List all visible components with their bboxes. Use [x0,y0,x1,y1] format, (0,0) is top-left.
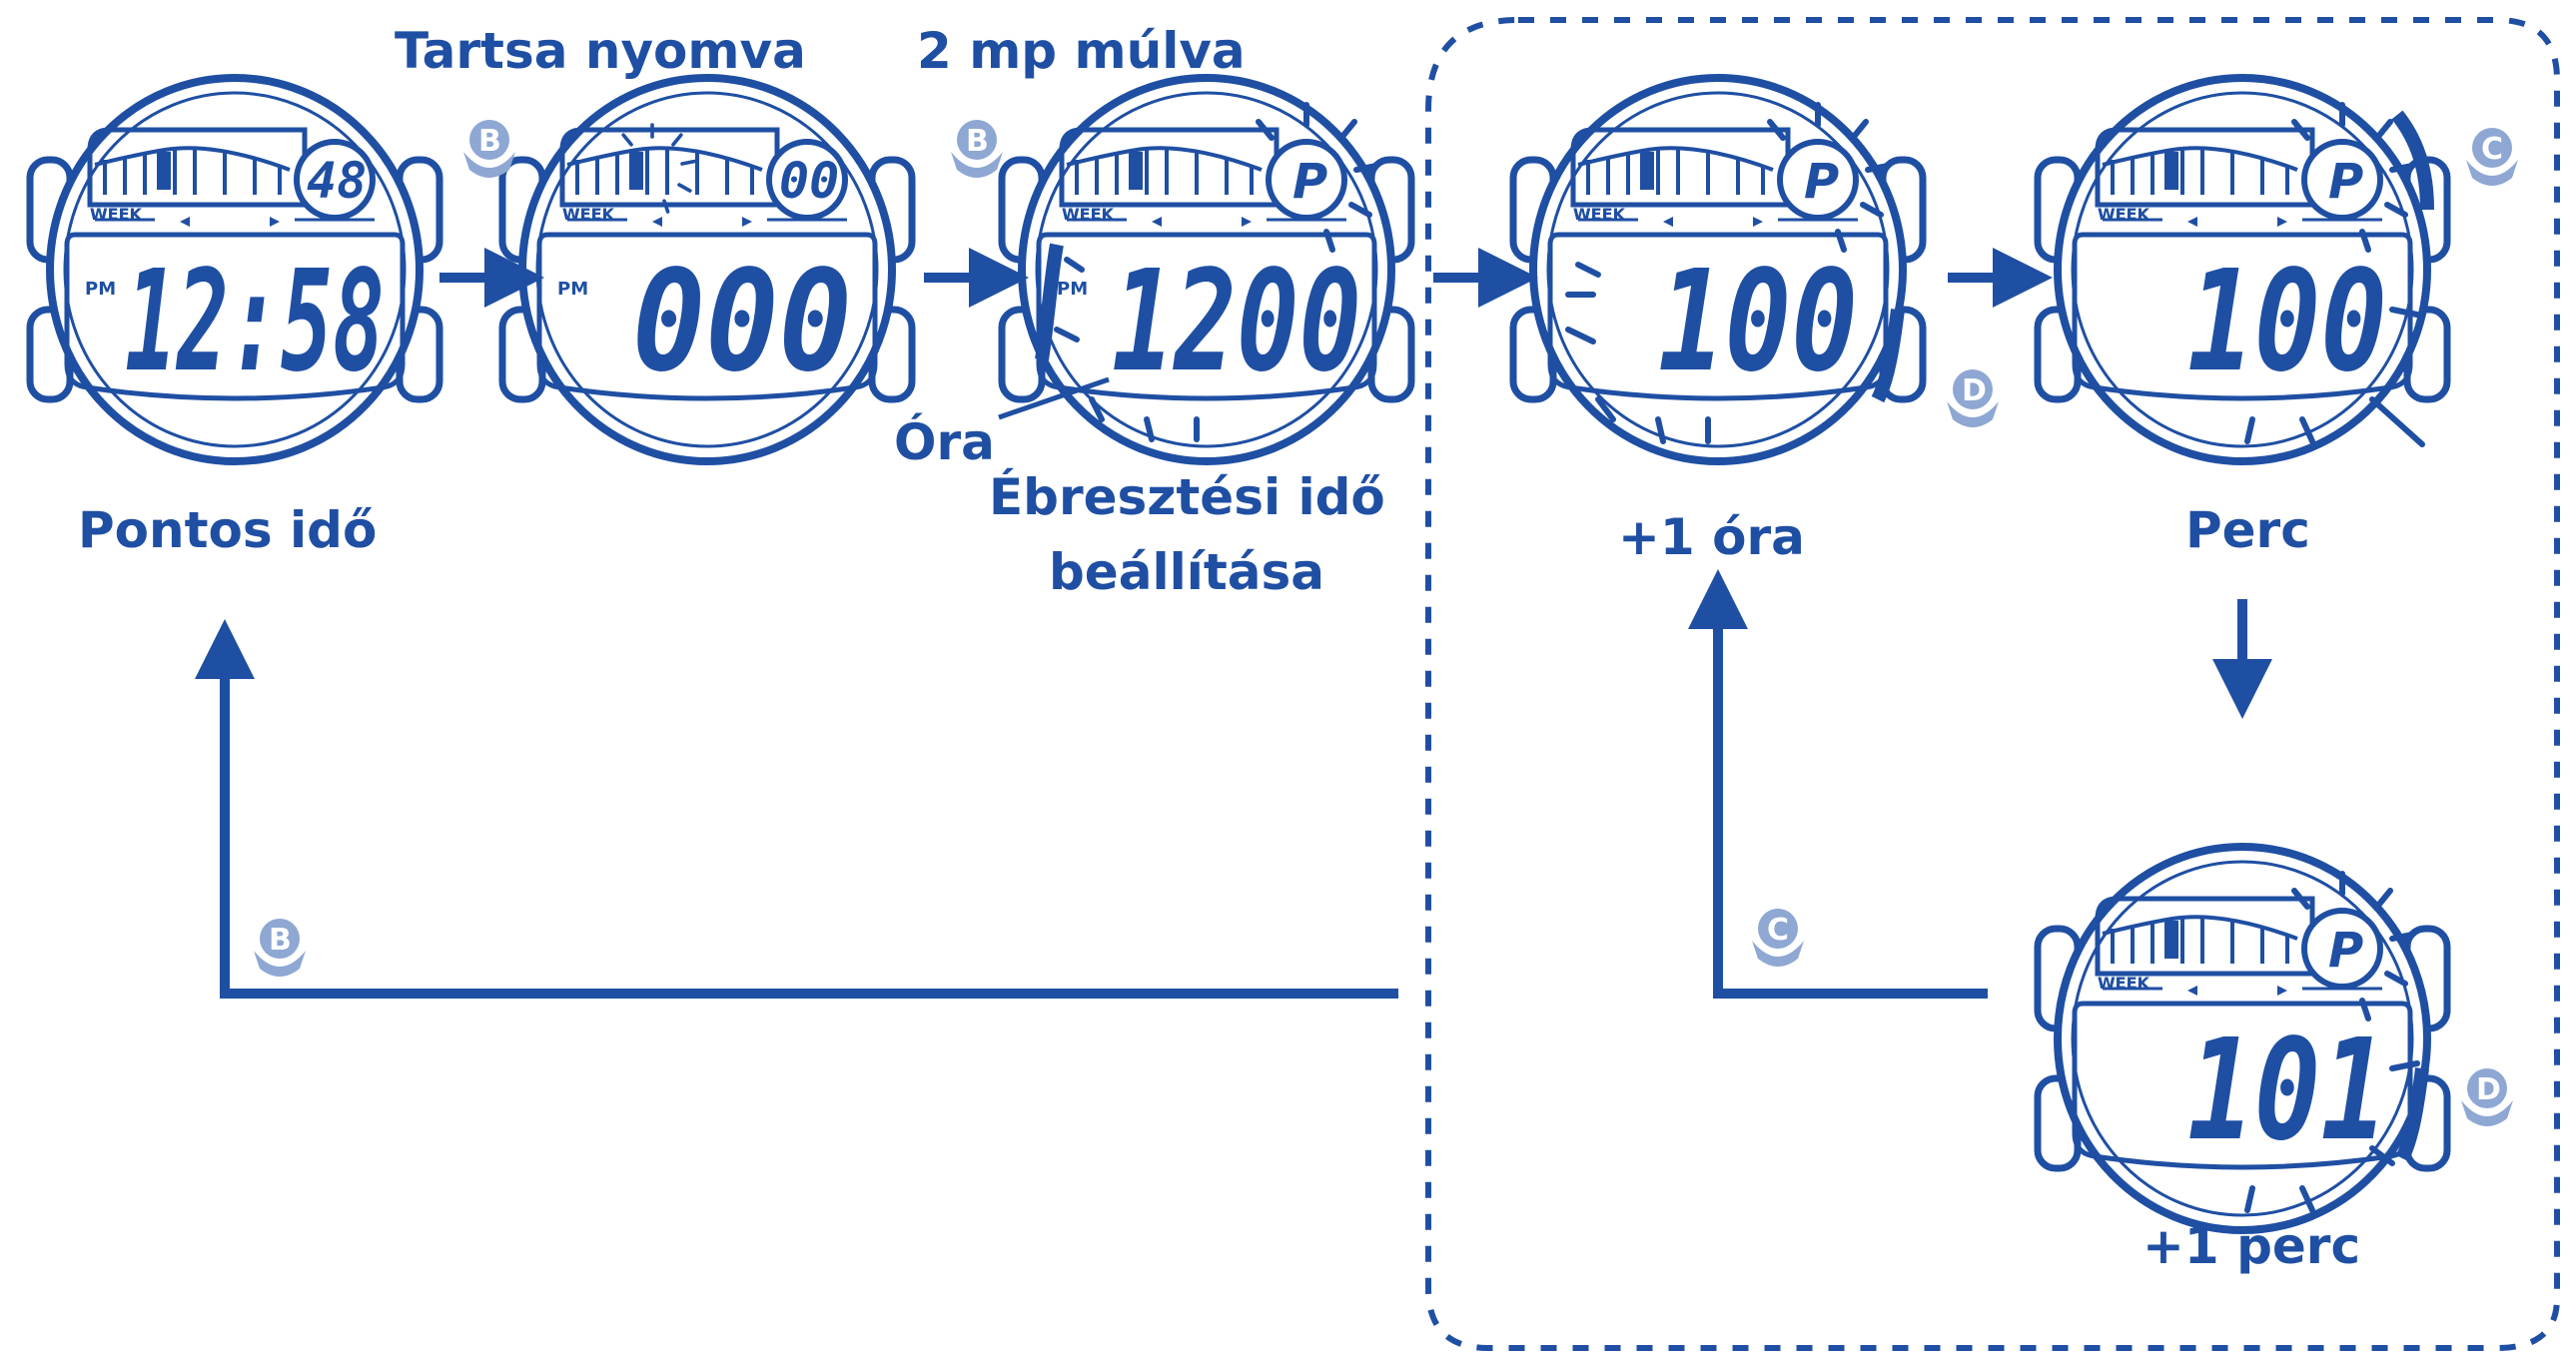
watch-6-p: P [2328,923,2363,979]
svg-text:B: B [478,124,501,159]
watch-5-week: WEEK [2098,205,2150,224]
watch-3-pm: PM [1057,279,1088,300]
button-b-marker-2: B [951,120,1003,178]
hold-label: Tartsa nyomva [395,22,806,80]
plus-minute-label: +1 perc [2143,1217,2360,1275]
watch-2-main-digits: 000 [632,241,852,403]
watch-3-p: P [1292,154,1327,210]
watch-1-main-digits: 12:58 [125,241,385,403]
button-c-marker-1: C [2466,128,2518,186]
button-d-marker-2: D [2461,1068,2513,1126]
watch-4-main-digits: 100 [1658,241,1858,403]
watch-2-top-digits: 00 [779,152,839,210]
after-2s-label: 2 mp múlva [917,22,1246,80]
watch-2-pm: PM [557,279,588,300]
watch-hold-b: 00 PM 000 [502,78,912,461]
svg-text:D: D [1962,373,1987,408]
svg-text:B: B [269,923,292,958]
watch-1-top-digits: 48 [307,152,367,210]
hour-label: Óra [894,412,995,471]
alarm-setting-label-1: Ébresztési idő [989,467,1385,526]
button-b-marker-return: B [254,919,306,977]
watch-4-week: WEEK [1573,205,1626,224]
watch-1-week: WEEK [90,205,143,224]
button-d-marker-1: D [1947,369,1999,427]
svg-text:C: C [1767,913,1789,948]
watch-4-p: P [1804,154,1839,210]
minute-label: Perc [2185,501,2310,559]
svg-text:B: B [966,124,989,159]
watch-2-week: WEEK [562,205,615,224]
button-b-marker-1: B [463,120,515,178]
watch-6-main-digits: 101 [2187,1010,2387,1172]
button-c-marker-return: C [1752,909,1804,967]
watch-6-week: WEEK [2098,974,2150,993]
arrow-return-b [195,619,1398,999]
watch-5-main-digits: 100 [2187,241,2387,403]
arrow-return-c [1688,569,1988,999]
watch-1-pm: PM [85,279,116,300]
watch-3-week: WEEK [1062,205,1115,224]
current-time-label: Pontos idő [78,501,377,559]
svg-text:C: C [2481,132,2503,167]
watch-plus-minute: P 101 [2038,847,2447,1230]
watch-current-time: 48 PM 12:58 [30,78,439,461]
hour-pointer [998,376,1110,420]
alarm-setting-label-2: beállítása [1049,543,1324,601]
setting-region-dashed-border [1425,17,2560,1351]
watch-alarm-setting: P PM 1200 [1002,78,1411,461]
watch-3-main-digits: 1200 [1112,241,1361,403]
watch-5-p: P [2328,154,2363,210]
plus-hour-label: +1 óra [1618,508,1805,566]
watch-minute: P 100 [2038,78,2447,461]
watch-plus-hour: P 100 [1513,78,1923,461]
svg-text:D: D [2476,1072,2501,1107]
